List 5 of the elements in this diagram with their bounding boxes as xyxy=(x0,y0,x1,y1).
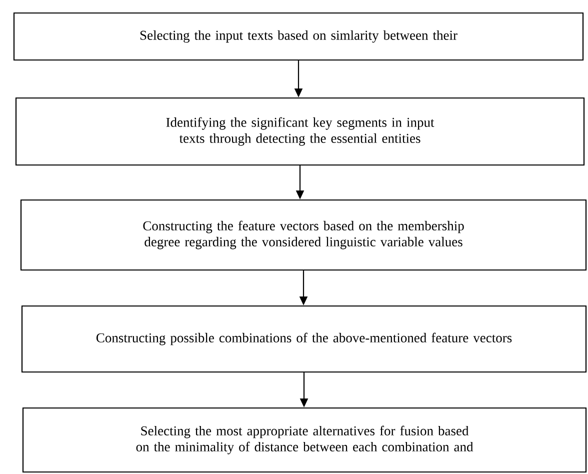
process-box: Selecting the input texts based on simlarity between their xyxy=(13,12,584,61)
process-box: Selecting the most appropriate alternatives for fusion based on the minimality of distance between each combination and xyxy=(22,407,587,473)
process-box: Identifying the significant key segments in input texts through detecting the essential entities xyxy=(15,97,585,166)
process-box: Constructing the feature vectors based on the membership degree regarding the vonsidered linguistic variable values xyxy=(20,199,587,271)
process-box: Constructing possible combinations of the above-mentioned feature vectors xyxy=(21,305,587,373)
